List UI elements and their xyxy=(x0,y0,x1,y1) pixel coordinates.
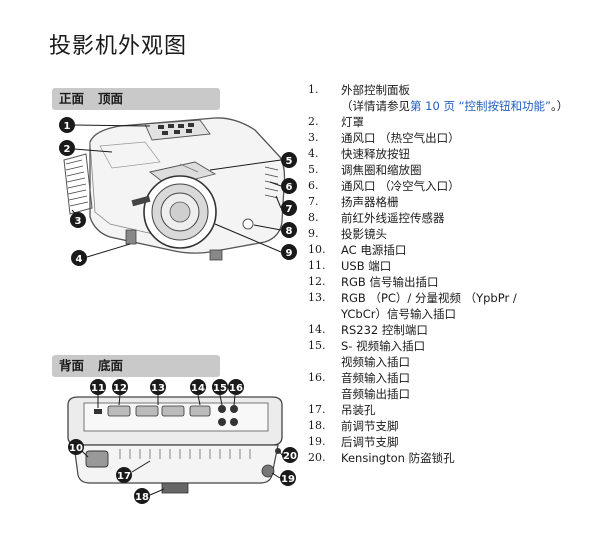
svg-text:12: 12 xyxy=(113,383,127,394)
svg-text:11: 11 xyxy=(91,383,105,394)
svg-text:5: 5 xyxy=(286,156,293,167)
page-title: 投影机外观图 xyxy=(49,34,188,59)
callout-4: 4 xyxy=(71,250,87,266)
projector-back-bottom-illustration: 11 12 13 14 15 16 10 17 18 19 20 xyxy=(67,379,298,504)
list-item: 3.通风口 （热空气出口） xyxy=(308,131,460,145)
callout-7: 7 xyxy=(281,200,297,216)
callout-5: 5 xyxy=(281,152,297,168)
svg-text:19: 19 xyxy=(281,474,295,485)
svg-text:17: 17 xyxy=(117,471,131,482)
projector-front-top-illustration: 1 2 3 4 5 6 7 8 9 xyxy=(59,117,297,266)
list-item: 9.投影镜头 xyxy=(308,227,387,241)
svg-text:7: 7 xyxy=(286,204,293,215)
svg-text:8: 8 xyxy=(286,226,293,237)
section-label-top: 顶面 xyxy=(98,91,124,106)
section-label-bottom: 底面 xyxy=(98,358,124,373)
callout-17: 17 xyxy=(116,467,132,483)
svg-text:13: 13 xyxy=(151,383,165,394)
callout-16: 16 xyxy=(228,379,244,395)
callout-10: 10 xyxy=(68,439,84,455)
list-item: 8.前红外线遥控传感器 xyxy=(308,211,445,225)
svg-text:2: 2 xyxy=(64,144,71,155)
svg-text:1: 1 xyxy=(64,121,71,132)
projector-body-front xyxy=(63,117,286,261)
section-header-front-top: 正面顶面 xyxy=(52,88,220,110)
callout-14: 14 xyxy=(190,379,206,395)
callout-9: 9 xyxy=(281,244,297,260)
callout-6: 6 xyxy=(281,178,297,194)
list-item: 19.后调节支脚 xyxy=(308,435,399,449)
list-item: 11.USB 端口 xyxy=(308,259,392,273)
section-header-back-bottom: 背面底面 xyxy=(52,355,220,377)
callout-12: 12 xyxy=(112,379,128,395)
list-item: 10.AC 电源插口 xyxy=(308,243,407,257)
list-item: 6.通风口 （冷空气入口） xyxy=(308,179,460,193)
page-reference-link[interactable]: 第 10 页 “控制按钮和功能” xyxy=(410,99,552,113)
callout-18: 18 xyxy=(134,488,150,504)
svg-text:20: 20 xyxy=(283,451,297,462)
list-item: 2.灯罩 xyxy=(308,115,364,129)
list-item: 5.调焦圈和缩放圈 xyxy=(308,163,422,177)
callout-19: 19 xyxy=(280,470,296,486)
list-item: 16.音频输入插口音频输出插口 xyxy=(308,371,410,401)
svg-text:10: 10 xyxy=(69,443,83,454)
list-item: 17.吊装孔 xyxy=(308,403,376,417)
callout-15: 15 xyxy=(212,379,228,395)
list-item: 4.快速释放按钮 xyxy=(308,147,410,161)
section-label-front: 正面 xyxy=(59,91,85,106)
svg-text:3: 3 xyxy=(75,216,82,227)
list-item: 12.RGB 信号输出插口 xyxy=(308,275,439,289)
svg-text:9: 9 xyxy=(286,248,293,259)
svg-text:18: 18 xyxy=(135,492,149,503)
callout-11: 11 xyxy=(90,379,106,395)
list-item: 1.外部控制面板（详情请参见第 10 页 “控制按钮和功能”。） xyxy=(308,83,569,113)
svg-text:4: 4 xyxy=(76,254,83,265)
list-item: 13.RGB （PC）/ 分量视频 （YpbPr /YCbCr）信号输入插口 xyxy=(308,291,517,321)
list-item: 18.前调节支脚 xyxy=(308,419,399,433)
projector-body-back xyxy=(67,396,283,494)
callout-13: 13 xyxy=(150,379,166,395)
callout-2: 2 xyxy=(59,140,75,156)
callout-20: 20 xyxy=(282,447,298,463)
svg-text:15: 15 xyxy=(213,383,227,394)
svg-text:14: 14 xyxy=(191,383,205,394)
list-item: 15.S- 视频输入插口视频输入插口 xyxy=(308,339,426,369)
list-item: 7.扬声器格栅 xyxy=(308,195,399,209)
callout-3: 3 xyxy=(70,212,86,228)
callout-1: 1 xyxy=(59,117,75,133)
callout-8: 8 xyxy=(281,222,297,238)
section-label-back: 背面 xyxy=(59,358,85,373)
svg-text:6: 6 xyxy=(286,182,293,193)
svg-text:16: 16 xyxy=(229,383,243,394)
list-item: 20.Kensington 防盗锁孔 xyxy=(308,451,455,465)
parts-list: 1.外部控制面板（详情请参见第 10 页 “控制按钮和功能”。） 2.灯罩 3.… xyxy=(308,82,588,466)
list-item: 14.RS232 控制端口 xyxy=(308,323,428,337)
